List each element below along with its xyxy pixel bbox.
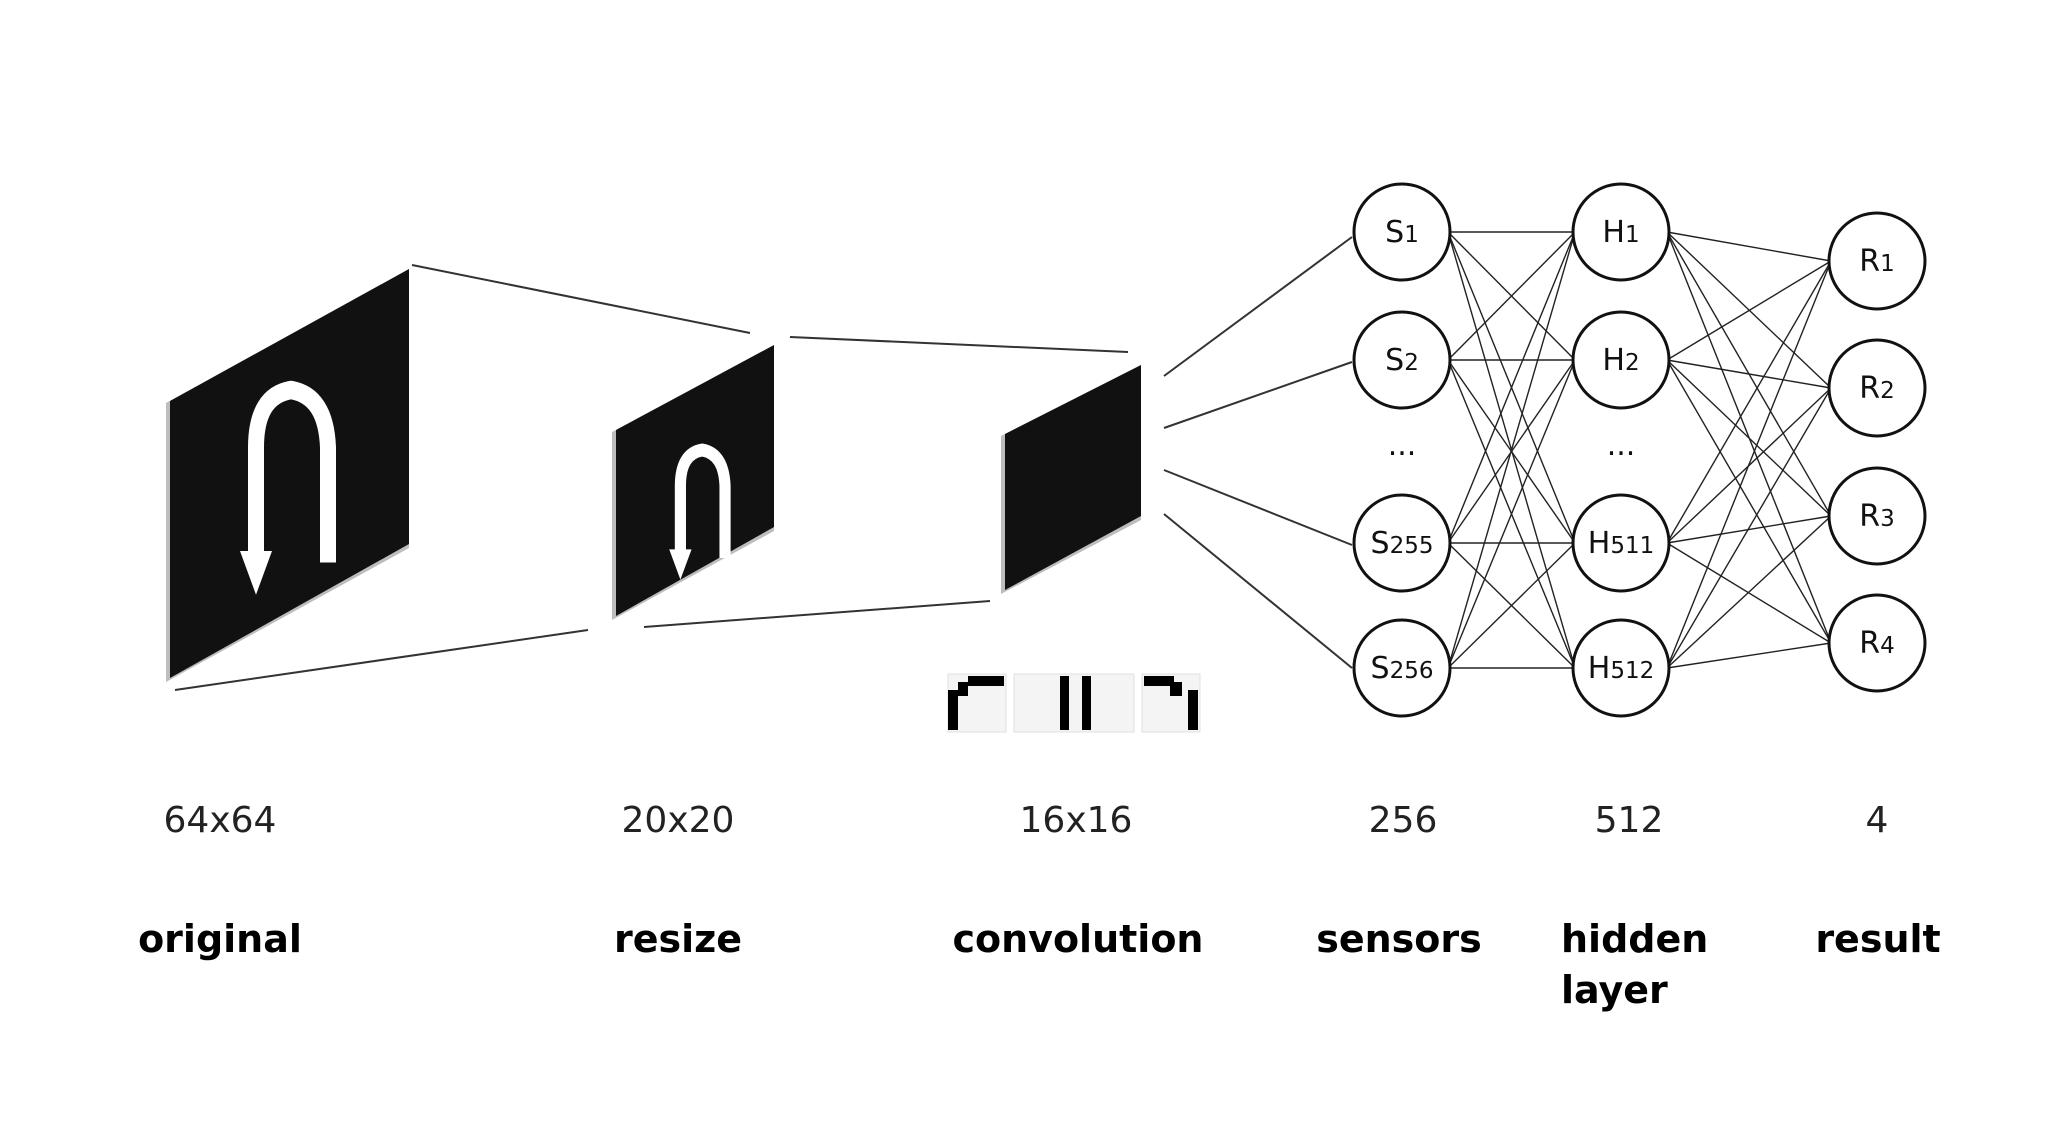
sensors-node-circle bbox=[1352, 182, 1452, 282]
dimension-original: 64x64 bbox=[164, 800, 277, 841]
hidden-node-512: H512 bbox=[1571, 618, 1671, 718]
sensors-node-circle bbox=[1352, 310, 1452, 410]
hidden-result-edge-2-4 bbox=[1666, 359, 1832, 644]
hidden-ellipsis: ... bbox=[1607, 428, 1636, 463]
convolution-kernels bbox=[947, 673, 1201, 733]
stage-label-sensors: sensors bbox=[1316, 917, 1482, 961]
sensors-ellipsis: ... bbox=[1388, 428, 1417, 463]
stage-label-convolution: convolution bbox=[953, 917, 1204, 961]
connector-convolution-sensor-4 bbox=[1163, 513, 1353, 669]
u-turn-arrow-glyph bbox=[240, 380, 336, 595]
sensor-hidden-edge-4-3 bbox=[1447, 542, 1576, 669]
sensor-hidden-edge-3-1 bbox=[1447, 231, 1576, 544]
result-node-3: R3 bbox=[1827, 466, 1927, 566]
result-node-4: R4 bbox=[1827, 593, 1927, 693]
hidden-node-1: H1 bbox=[1571, 182, 1671, 282]
dimension-sensors: 256 bbox=[1369, 800, 1438, 841]
result-node-label: R2 bbox=[1859, 371, 1895, 406]
dimension-result: 4 bbox=[1866, 800, 1889, 841]
connector-original-resize-top bbox=[411, 264, 751, 334]
sensor-hidden-edge-4-1 bbox=[1447, 231, 1576, 669]
hidden-node-circle bbox=[1571, 310, 1671, 410]
hidden-node-label: H2 bbox=[1602, 343, 1639, 378]
stage-label-hidden-line-2: layer bbox=[1561, 968, 1668, 1012]
dimension-labels: 64x64 20x20 16x16 256 512 4 bbox=[164, 800, 1889, 841]
hidden-result-edge-2-1 bbox=[1666, 260, 1832, 361]
sensors-node-256: S256 bbox=[1352, 618, 1452, 718]
kernel-corner-top-left bbox=[947, 673, 1007, 733]
sensors-node-1: S1 bbox=[1352, 182, 1452, 282]
hidden-node-circle bbox=[1571, 493, 1671, 593]
stage-label-original: original bbox=[138, 917, 302, 961]
stage-labels: original resize convolution sensors hidd… bbox=[138, 917, 1941, 1012]
result-node-circle bbox=[1827, 466, 1927, 566]
sensors-node-label: S1 bbox=[1385, 215, 1419, 250]
hidden-result-edge-4-4 bbox=[1666, 642, 1832, 669]
hidden-node-label: H512 bbox=[1588, 651, 1654, 686]
sensors-node-label: S255 bbox=[1371, 526, 1434, 561]
sensors-node-label: S2 bbox=[1385, 343, 1419, 378]
hidden-node-511: H511 bbox=[1571, 493, 1671, 593]
dimension-convolution: 16x16 bbox=[1020, 800, 1133, 841]
hidden-result-edge-1-1 bbox=[1666, 231, 1832, 262]
hidden-result-edge-3-1 bbox=[1666, 260, 1832, 544]
connector-convolution-sensor-2 bbox=[1163, 361, 1353, 429]
connector-convolution-sensor-1 bbox=[1163, 236, 1353, 377]
result-node-circle bbox=[1827, 338, 1927, 438]
hidden-node-label: H1 bbox=[1602, 215, 1639, 250]
result-node-circle bbox=[1827, 211, 1927, 311]
hidden-node-circle bbox=[1571, 182, 1671, 282]
hidden-result-edge-4-1 bbox=[1666, 260, 1832, 669]
u-turn-arrow-glyph-small bbox=[669, 443, 731, 580]
hidden-result-edge-4-3 bbox=[1666, 515, 1832, 669]
result-node-1: R1 bbox=[1827, 211, 1927, 311]
connector-original-resize-bottom bbox=[174, 629, 589, 691]
result-node-circle bbox=[1827, 593, 1927, 693]
dimension-hidden: 512 bbox=[1595, 800, 1664, 841]
stage-label-result: result bbox=[1815, 917, 1940, 961]
kernel-vertical-bars bbox=[1013, 673, 1135, 733]
stage-label-hidden-line-1: hidden bbox=[1561, 917, 1708, 961]
hidden-result-edge-2-3 bbox=[1666, 359, 1832, 517]
sensors-node-255: S255 bbox=[1352, 493, 1452, 593]
result-node-label: R1 bbox=[1859, 244, 1895, 279]
resize-image-panel bbox=[612, 345, 774, 620]
connector-resize-convolution-top bbox=[789, 336, 1129, 353]
hidden-node-2: H2 bbox=[1571, 310, 1671, 410]
kernel-corner-top-right bbox=[1141, 673, 1201, 733]
hidden-result-edge-3-3 bbox=[1666, 515, 1832, 544]
hidden-result-edge-3-4 bbox=[1666, 542, 1832, 644]
result-node-label: R4 bbox=[1859, 626, 1895, 661]
sensors-node-label: S256 bbox=[1371, 651, 1434, 686]
connector-convolution-sensor-3 bbox=[1163, 469, 1353, 546]
sensor-hidden-edge-4-2 bbox=[1447, 359, 1576, 669]
hidden-node-circle bbox=[1571, 618, 1671, 718]
sensors-node-circle bbox=[1352, 618, 1452, 718]
sensor-hidden-edge-2-1 bbox=[1447, 231, 1576, 361]
result-node-2: R2 bbox=[1827, 338, 1927, 438]
connector-resize-convolution-bottom bbox=[643, 600, 991, 628]
network-edges bbox=[1447, 231, 1832, 669]
panel-connectors bbox=[174, 236, 1353, 691]
convolution-image-panel bbox=[1001, 365, 1141, 594]
hidden-node-label: H511 bbox=[1588, 526, 1654, 561]
hidden-result-edge-2-2 bbox=[1666, 359, 1832, 389]
sensors-node-2: S2 bbox=[1352, 310, 1452, 410]
hidden-result-edge-4-2 bbox=[1666, 387, 1832, 669]
sensors-node-circle bbox=[1352, 493, 1452, 593]
stage-label-resize: resize bbox=[614, 917, 742, 961]
result-node-label: R3 bbox=[1859, 499, 1895, 534]
original-image-panel bbox=[166, 269, 409, 682]
dimension-resize: 20x20 bbox=[622, 800, 735, 841]
